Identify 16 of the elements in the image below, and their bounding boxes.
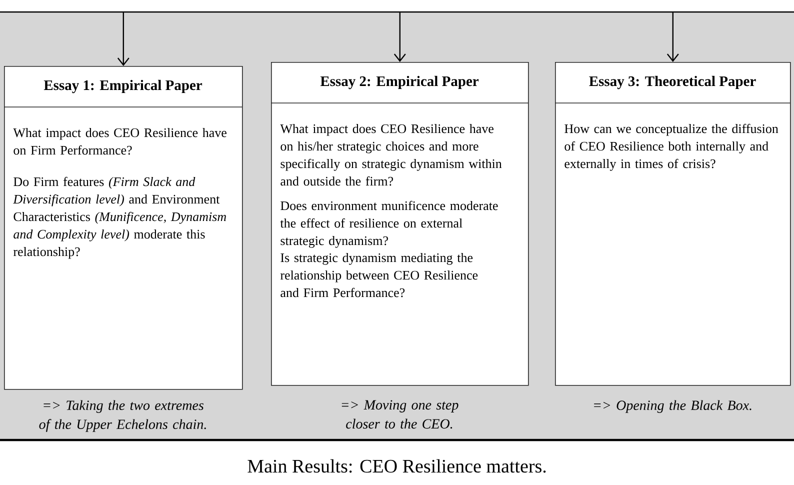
arrow [117, 12, 130, 66]
outcome-note: => Taking the two extremes of the Upper Echelons chain. [39, 400, 206, 432]
box-heading: Essay 3: Theoretical Paper [589, 76, 756, 90]
outcome-note: => Opening the Black Box. [594, 400, 752, 413]
arrow [394, 12, 406, 62]
question-text: How can we conceptualize the diffusion of CEO Resilience both internally and externally in times of crisis? [564, 124, 778, 171]
question-text: Is strategic dynamism mediating the relationship between CEO Resilience and Firm Performance? [280, 252, 478, 298]
question-text: Do Firm features (Firm Slack and Diversification level) and Environment Characteristics (Munificence, Dynamism and Complexity level) moderate this relationship? [13, 176, 226, 259]
question-text: What impact does CEO Resilience have on Firm Performance? [13, 128, 226, 155]
outcome-note: => Moving one step closer to the CEO. [342, 400, 458, 429]
question-text: What impact does CEO Resilience have on his/her strategic choices and more specifically on strategic dynamism within and outside the firm? [280, 124, 502, 186]
box-heading: Essay 1: Empirical Paper [44, 80, 202, 94]
question-text: Does environment munificence moderate the effect of resilience on external strategic dynamism? [280, 200, 498, 248]
box-heading: Essay 2: Empirical Paper [320, 76, 479, 90]
arrow [666, 12, 679, 62]
caption: Main Results: CEO Resilience matters. [248, 459, 546, 473]
